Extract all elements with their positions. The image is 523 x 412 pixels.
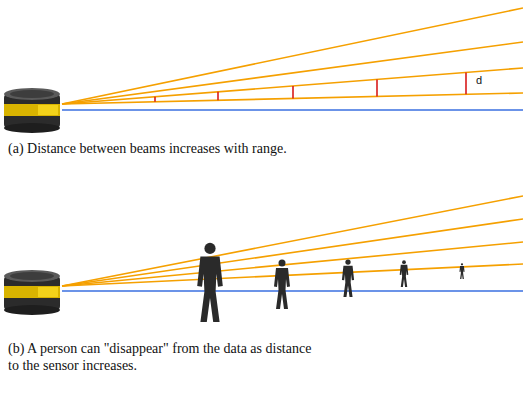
lidar-sensor	[4, 88, 60, 133]
beam-gap-ticks	[155, 72, 466, 101]
people	[197, 243, 464, 322]
subcaption: (b) A person can "disappear" from the da…	[8, 340, 318, 374]
lidar-sensor	[4, 270, 60, 315]
gap-tick	[154, 97, 156, 102]
panel-b-beams	[62, 196, 523, 291]
gap-tick	[292, 86, 294, 99]
distance-label: d	[476, 74, 482, 86]
gap-tick	[217, 92, 219, 100]
panel-a-beams	[62, 8, 523, 110]
gap-tick	[376, 79, 378, 96]
subcaption: (a) Distance between beams increases wit…	[8, 140, 318, 157]
gap-tick	[465, 72, 467, 94]
